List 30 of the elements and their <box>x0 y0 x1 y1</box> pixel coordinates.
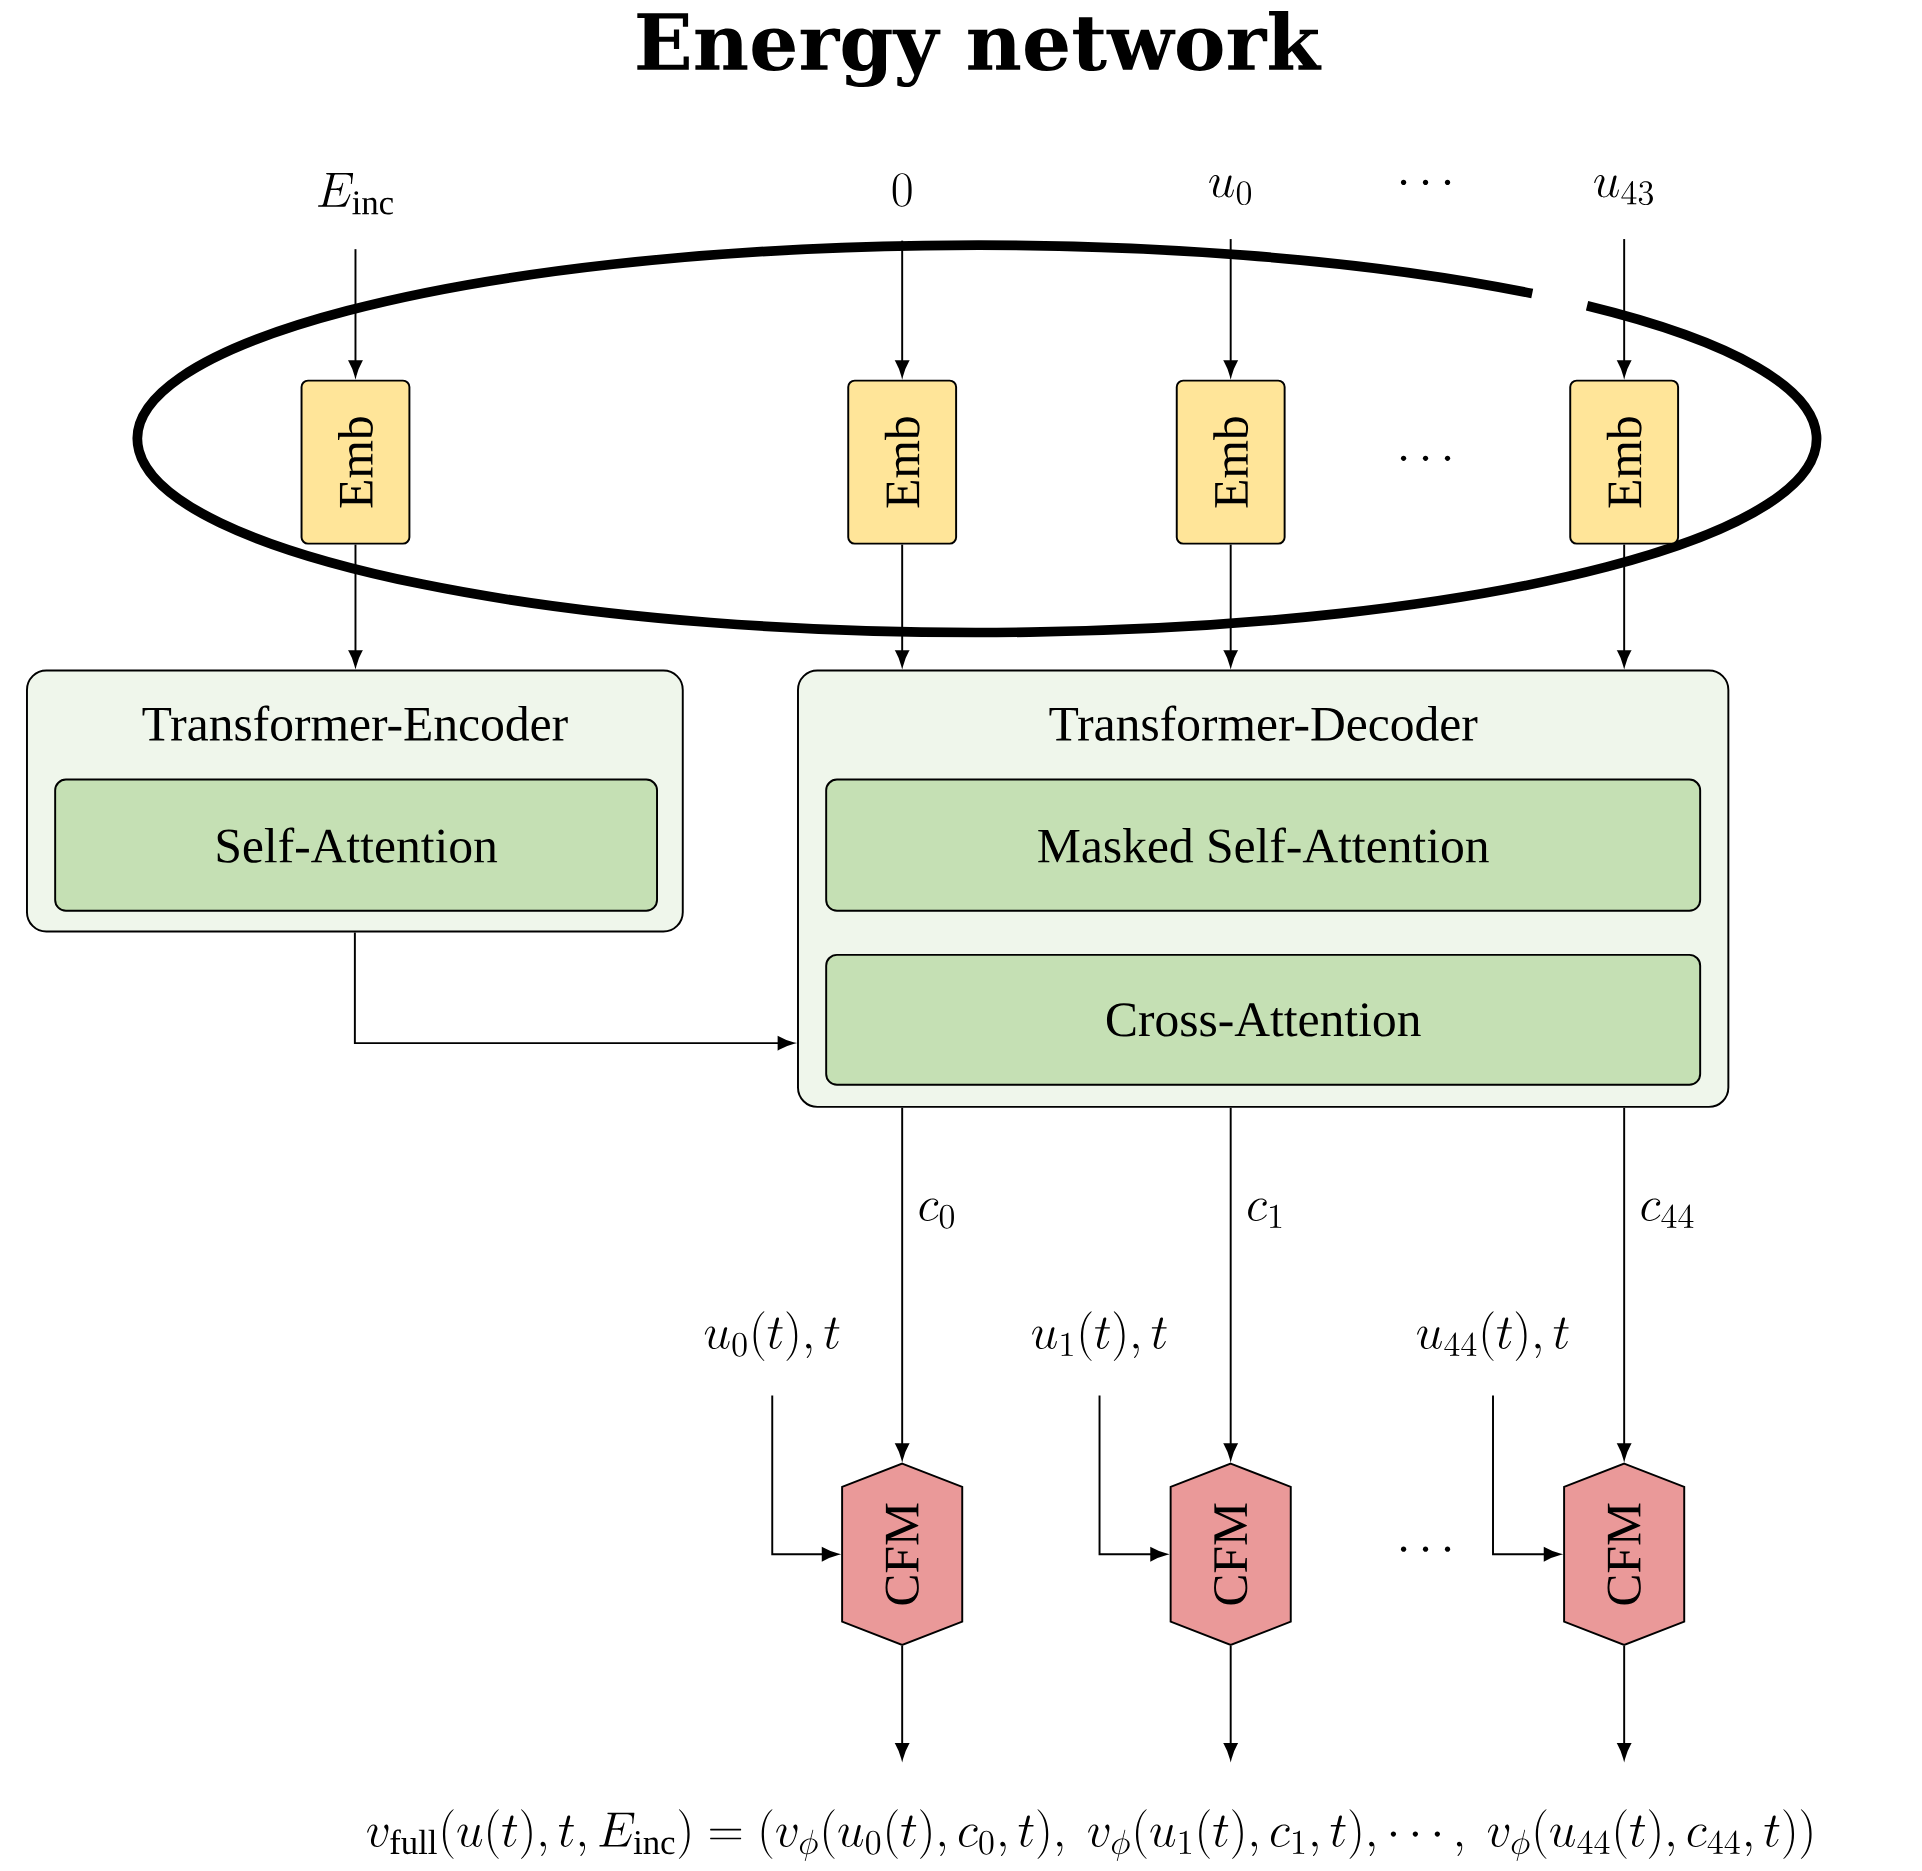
cfm-hexagon: CFM <box>1169 1462 1292 1647</box>
title: Energy network <box>637 11 1322 88</box>
input-label: $u_0$ <box>1209 175 1251 206</box>
input-label: $u_{43}$ <box>1594 175 1653 206</box>
input-label: $E_{\mathrm{inc}}$ <box>318 173 393 215</box>
arrow <box>1617 1645 1631 1760</box>
input-label: $u_0(t),t$ <box>704 1311 840 1362</box>
arrow <box>353 931 795 1051</box>
attention-box: Cross-Attention <box>825 954 1702 1086</box>
input-label: $u_1(t),t$ <box>1032 1311 1167 1362</box>
edge-label: $c_{44}$ <box>1641 1198 1694 1229</box>
edge-label: $c_1$ <box>1248 1198 1282 1229</box>
arrow <box>771 1394 839 1562</box>
arrow <box>1223 1645 1238 1760</box>
ellipsis: $\cdots$ <box>1400 180 1451 186</box>
arrow <box>895 1107 909 1460</box>
arrow <box>1223 1107 1238 1460</box>
arrow <box>1098 1394 1167 1562</box>
output-formula: $v_{\mathrm{full}}(u(t),t,E_{\mathrm{inc}}) =\Bigl(v_\phi(u_0(t),c_0,t),\ v_\phi(u_1(t),c_1,t),\cdots,\ v_\phi(u_{44}(t),c_{44},t)\Bigr)$ <box>367 1809 1812 1862</box>
input-label: $0$ <box>892 173 912 207</box>
cfm-hexagon: CFM <box>1563 1462 1686 1647</box>
attention-box: Self-Attention <box>54 778 658 912</box>
arrow <box>1492 1394 1561 1562</box>
edge-label: $c_0$ <box>919 1198 954 1229</box>
cfm-hexagon: CFM <box>841 1462 964 1647</box>
arrow <box>895 1645 909 1760</box>
arrow <box>1617 1107 1631 1460</box>
attention-box: Masked Self-Attention <box>825 778 1702 912</box>
ellipsis: $\cdots$ <box>1400 1546 1451 1553</box>
input-label: $u_{44}(t),t$ <box>1417 1311 1569 1362</box>
